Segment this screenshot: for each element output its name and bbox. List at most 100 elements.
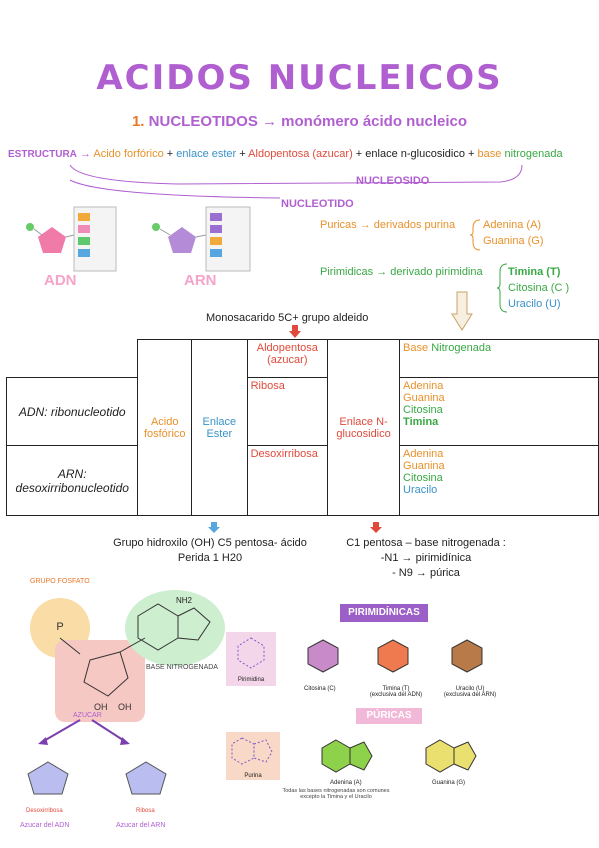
ribosa-icon bbox=[125, 761, 167, 795]
red-arrow-icon bbox=[289, 325, 301, 338]
uracilo-fig-sub: (exclusiva del ARN) bbox=[443, 692, 497, 698]
uracilo-icon bbox=[451, 639, 483, 673]
enlace-ester-cell: Enlace Ester bbox=[191, 339, 248, 516]
nh2-label: NH2 bbox=[176, 596, 193, 605]
timina-icon bbox=[377, 639, 409, 673]
arn-row-text: ARN: desoxirribonucleotido bbox=[15, 466, 129, 495]
page-title: ACIDOS NUCLEICOS bbox=[96, 58, 503, 98]
structure-label: ESTRUCTURA bbox=[8, 149, 77, 160]
uracilo-fig-label: Uracilo (U) (exclusiva del ARN) bbox=[440, 686, 500, 698]
guanina-base: Guanina (G) bbox=[483, 235, 544, 247]
bases-footnote: Todas las bases nitrogenadas son comunes… bbox=[276, 788, 396, 800]
section-subtitle: 1. NUCLEOTIDOS → monómero ácido nucleico bbox=[0, 113, 599, 130]
svg-text:OH: OH bbox=[94, 702, 108, 712]
base-header-a: Base bbox=[403, 342, 429, 354]
enlace-n-cell: Enlace N-glucosidico bbox=[327, 339, 401, 516]
uracilo-fig-name: Uracilo (U) bbox=[455, 686, 485, 692]
nucleoside-label: NUCLEOSIDO bbox=[356, 175, 430, 187]
structure-arrow: → bbox=[79, 148, 91, 160]
structure-n-glucosidic: enlace n-glucosidico bbox=[365, 148, 465, 160]
adn-bases-cell: Adenina Guanina Citosina Timina bbox=[399, 377, 599, 446]
nucleotide-structure-icon: P OH OH bbox=[30, 590, 225, 722]
glycosidic-note: C1 pentosa – base nitrogenada : -N1 → pi… bbox=[336, 536, 516, 581]
hydroxyl-note-line2: Perida 1 H20 bbox=[177, 552, 243, 564]
timina-fig-name: Timina (T) bbox=[382, 686, 410, 692]
grupo-fosfato-label: GRUPO FOSFATO bbox=[30, 578, 90, 585]
puricas-header: PÚRICAS bbox=[356, 708, 422, 724]
monosacarido-note: Monosacarido 5C+ grupo aldeido bbox=[206, 312, 369, 324]
desoxirribosa-label: Desoxirribosa bbox=[26, 808, 63, 814]
structure-ester: enlace ester bbox=[176, 148, 237, 160]
guanina-icon bbox=[425, 739, 477, 773]
glycosidic-note-line1: C1 pentosa – base nitrogenada : bbox=[346, 537, 506, 549]
purina-ring-icon bbox=[231, 737, 273, 765]
timina-base: Timina (T) bbox=[508, 266, 561, 278]
desoxirribosa-cell: Desoxirribosa bbox=[246, 445, 329, 516]
arn-structure-icon bbox=[152, 206, 251, 272]
pirimidina-card: Pirimidina bbox=[226, 632, 276, 686]
arn-nucleotide-diagram bbox=[146, 205, 252, 275]
blue-down-arrow-icon bbox=[208, 522, 220, 533]
purina-label: Purina bbox=[244, 773, 262, 779]
base-header: Base Nitrogenada bbox=[399, 339, 599, 378]
adn-base-citosina: Citosina bbox=[403, 404, 443, 416]
table-corner-cell bbox=[6, 339, 139, 378]
citosina-fig-label: Citosina (C) bbox=[304, 686, 336, 692]
arn-base-guanina: Guanina bbox=[403, 460, 445, 472]
timina-fig-label: Timina (T) (exclusiva del ADN) bbox=[366, 686, 426, 698]
pirimidina-label: Pirimidina bbox=[237, 677, 265, 683]
svg-text:OH: OH bbox=[118, 702, 132, 712]
down-arrow-icon bbox=[451, 291, 473, 331]
citosina-base: Citosina (C ) bbox=[508, 282, 570, 294]
structure-nitrogenous: nitrogenada bbox=[504, 148, 563, 160]
pirimidicas-brace bbox=[497, 263, 508, 313]
adn-base-timina: Timina bbox=[403, 416, 439, 428]
adenina-base: Adenina (A) bbox=[483, 219, 542, 231]
nucleoside-brace bbox=[69, 164, 523, 199]
arn-row-label: ARN: desoxirribonucleotido bbox=[5, 445, 139, 516]
section-heading: NUCLEOTIDOS → monómero ácido nucleico bbox=[148, 113, 468, 130]
sugar-branch-arrows bbox=[38, 719, 130, 745]
uracilo-base: Uracilo (U) bbox=[508, 298, 561, 310]
svg-text:P: P bbox=[56, 621, 63, 633]
base-header-b: Nitrogenada bbox=[431, 342, 492, 354]
adn-row-label: ADN: ribonucleotido bbox=[5, 377, 139, 446]
nucleotide-figure: P OH OH bbox=[20, 578, 230, 728]
pirimidina-ring-icon bbox=[237, 637, 265, 669]
hydroxyl-note-line1: Grupo hidroxilo (OH) C5 pentosa- ácido bbox=[113, 537, 307, 549]
purina-card: Purina bbox=[226, 732, 280, 780]
bases-footnote-line2: excepto la Timina y el Uracilo bbox=[300, 794, 372, 800]
structure-acid: Acido forfórico bbox=[93, 148, 164, 160]
azucar-arn-label: Azucar del ARN bbox=[116, 822, 166, 829]
structure-line: ESTRUCTURA → Acido forfórico + enlace es… bbox=[8, 148, 563, 160]
pirimidicas-label: Pirimidicas → derivado pirimidina bbox=[320, 266, 483, 278]
adenina-fig-label: Adenina (A) bbox=[330, 780, 362, 786]
comparison-table: Acido fosfórico Enlace Ester Aldopentosa… bbox=[5, 339, 599, 516]
pirimidinicas-header: PIRIMIDÍNICAS bbox=[340, 604, 428, 622]
arn-base-adenina: Adenina bbox=[403, 448, 444, 460]
structure-base-word: base bbox=[477, 148, 502, 160]
arn-base-citosina: Citosina bbox=[403, 472, 443, 484]
azucar-label: AZUCAR bbox=[73, 712, 102, 719]
puricas-brace bbox=[470, 219, 481, 251]
base-nitrogenada-label: BASE NITROGENADA bbox=[146, 664, 218, 671]
adn-label: ADN bbox=[44, 272, 77, 289]
ribosa-label: Ribosa bbox=[136, 808, 155, 814]
desoxirribosa-icon bbox=[27, 761, 69, 795]
arn-base-uracilo: Uracilo bbox=[403, 484, 438, 496]
adn-row-text: ADN: ribonucleotido bbox=[18, 404, 126, 419]
ribosa-cell: Ribosa bbox=[246, 377, 329, 446]
aldopentosa-header: Aldopentosa (azucar) bbox=[246, 339, 329, 378]
plus-sign: + bbox=[468, 148, 475, 160]
plus-sign: + bbox=[355, 148, 363, 160]
red-down-arrow-icon bbox=[370, 522, 382, 533]
adn-nucleotide-diagram bbox=[14, 205, 118, 275]
acido-fosforico-cell: Acido fosfórico bbox=[137, 339, 192, 516]
bases-footnote-line1: Todas las bases nitrogenadas son comunes bbox=[282, 788, 390, 794]
glycosidic-note-line2: -N1 → pirimidínica bbox=[380, 552, 472, 564]
adn-structure-icon bbox=[26, 206, 117, 272]
structure-aldopentose: Aldopentosa (azucar) bbox=[248, 148, 353, 160]
nucleotide-label: NUCLEOTIDO bbox=[281, 198, 354, 210]
timina-fig-sub: (exclusiva del ADN) bbox=[369, 692, 423, 698]
glycosidic-note-line3: - N9 → púrica bbox=[392, 567, 460, 579]
